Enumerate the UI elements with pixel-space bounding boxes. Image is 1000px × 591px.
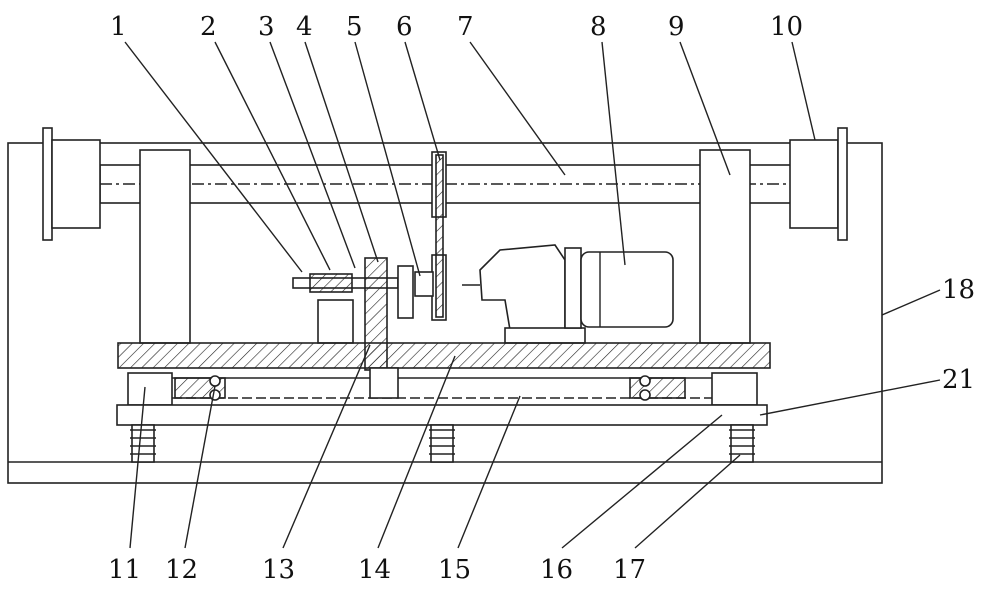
lower-plate (117, 405, 767, 425)
top-shaft (100, 165, 795, 203)
callout-17: 17 (613, 555, 646, 585)
callout-6: 6 (396, 12, 413, 42)
callout-9: 9 (668, 12, 685, 42)
callout-21: 21 (942, 365, 975, 395)
callout-15: 15 (438, 555, 471, 585)
callout-5: 5 (346, 12, 363, 42)
left-end-wheel (43, 128, 100, 240)
callout-12: 12 (165, 555, 198, 585)
callout-10: 10 (770, 12, 803, 42)
callout-2: 2 (200, 12, 217, 42)
callout-16: 16 (540, 555, 573, 585)
left-bearing-pillar (140, 150, 190, 343)
right-end-wheel (790, 128, 847, 240)
callout-18: 18 (942, 275, 975, 305)
callout-13: 13 (262, 555, 295, 585)
right-bearing-pillar (700, 150, 750, 343)
callout-4: 4 (296, 12, 313, 42)
callout-8: 8 (590, 12, 607, 42)
callout-11: 11 (108, 555, 141, 585)
upper-platform (118, 343, 770, 368)
callout-14: 14 (358, 555, 391, 585)
callout-3: 3 (258, 12, 275, 42)
callout-7: 7 (457, 12, 474, 42)
callout-1: 1 (110, 12, 127, 42)
